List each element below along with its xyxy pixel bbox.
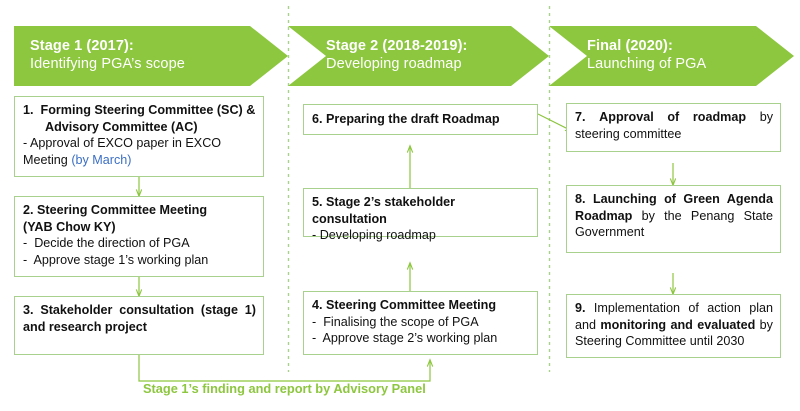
step-4-bullet-1: - Finalising the scope of PGA [312,314,479,329]
banner-stage-1-line2: Identifying PGA’s scope [30,56,185,72]
step-9-tail: by Steering Committee until 2030 [575,317,773,349]
step-1-heading-line1: 1. Forming Steering Committee (SC) & [23,103,256,117]
footer-caption: Stage 1’s finding and report by Advisory… [143,381,426,396]
step-9-bold: monitoring and evaluated [600,317,756,332]
banner-final: Final (2020): Launching of PGA [549,26,794,86]
step-5-bullet-1: - Developing roadmap [312,228,436,243]
banner-final-line2: Launching of PGA [587,56,707,72]
step-8-plain: by the Penang State Government [575,208,773,240]
step-7-bold: Approval of roadmap [599,110,747,124]
banner-stage-2-line1: Stage 2 (2018-2019): [326,38,468,55]
step-box-8[interactable]: 8. Launching of Green Agenda Roadmap by … [566,185,781,253]
step-8-number: 8. [575,192,586,206]
step-7-plain: by steering committee [575,110,774,141]
step-1-note-by-march: (by March) [71,153,132,168]
banner-stage-2-line2: Developing roadmap [326,56,462,72]
banner-stage-1: Stage 1 (2017): Identifying PGA’s scope [14,26,288,86]
step-box-2[interactable]: 2. Steering Committee Meeting (YAB Chow … [14,196,264,277]
step-4-heading: 4. Steering Committee Meeting [312,298,497,312]
step-3-heading: 3. Stakeholder consultation (stage 1) an… [23,303,256,334]
step-2-bullet-2: - Approve stage 1’s working plan [23,253,209,268]
step-box-6[interactable]: 6. Preparing the draft Roadmap [303,104,538,135]
step-2-heading-line2: (YAB Chow KY) [23,219,116,234]
step-box-5[interactable]: 5. Stage 2’s stakeholder consultation - … [303,188,538,242]
banner-stage-1-line1: Stage 1 (2017): [30,38,134,55]
banner-stage-2: Stage 2 (2018-2019): Developing roadmap [288,26,549,86]
step-4-bullet-2: - Approve stage 2’s working plan [312,331,498,346]
step-1-heading-line2: Advisory Committee (AC) [45,119,198,134]
step-box-1[interactable]: 1. Forming Steering Committee (SC) & Adv… [14,96,264,177]
step-box-7[interactable]: 7. Approval of roadmap by steering commi… [566,103,781,152]
banner-final-line1: Final (2020): [587,38,673,55]
step-2-heading-line1: 2. Steering Committee Meeting [23,203,208,217]
step-box-9[interactable]: 9. Implementation of action plan and mon… [566,294,781,358]
step-8-bold: Launching of Green Agenda Roadmap [575,192,773,223]
step-9-lead: Implementation of action plan and [575,301,773,332]
step-box-4[interactable]: 4. Steering Committee Meeting - Finalisi… [303,291,538,355]
step-2-bullet-1: - Decide the direction of PGA [23,236,190,251]
step-box-3[interactable]: 3. Stakeholder consultation (stage 1) an… [14,296,264,355]
arrow-3-to-4 [138,355,430,382]
step-6-heading: 6. Preparing the draft Roadmap [312,112,500,127]
step-5-heading: 5. Stage 2’s stakeholder consultation [312,195,456,226]
step-1-bullet-1: - Approval of EXCO paper in EXCO Meeting… [23,136,222,168]
step-7-number: 7. [575,110,586,124]
step-9-number: 9. [575,301,586,315]
